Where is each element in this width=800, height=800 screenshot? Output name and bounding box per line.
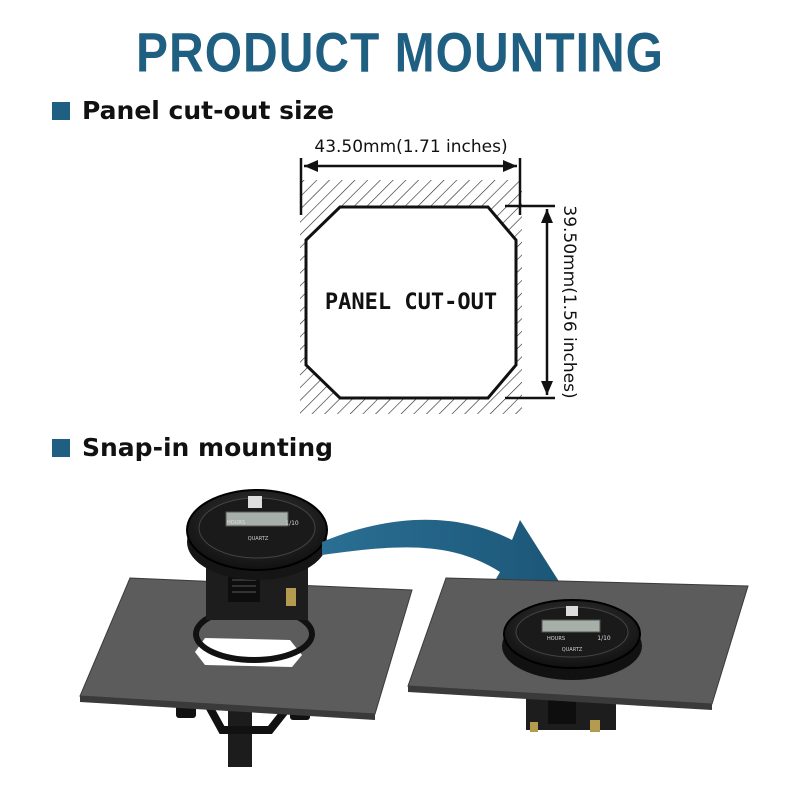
scene-before-mounting: HOURS 1/10 QUARTZ bbox=[79, 489, 413, 767]
section-header-snap: Snap-in mounting bbox=[52, 433, 333, 462]
meter-brand-label-right: QUARTZ bbox=[562, 647, 583, 653]
hatched-panel bbox=[300, 180, 522, 414]
hour-meter-left: HOURS 1/10 QUARTZ bbox=[186, 489, 328, 620]
scene-after-mounting: HOURS 1/10 QUARTZ bbox=[407, 577, 749, 732]
section-header-cutout: Panel cut-out size bbox=[52, 96, 334, 125]
cutout-diagram: 43.50mm(1.71 inches) 39.50mm(1.56 inches… bbox=[299, 137, 579, 414]
meter-fraction-label-right: 1/10 bbox=[597, 635, 611, 642]
width-dimension-label: 43.50mm(1.71 inches) bbox=[314, 137, 507, 157]
meter-fraction-label: 1/10 bbox=[285, 520, 299, 527]
section-bullet bbox=[52, 101, 70, 120]
cutout-outline bbox=[304, 205, 518, 400]
meter-hours-label-right: HOURS bbox=[547, 636, 565, 642]
page-title: PRODUCT MOUNTING bbox=[136, 23, 664, 84]
meter-hours-label: HOURS bbox=[227, 520, 245, 526]
section-title-snap: Snap-in mounting bbox=[82, 433, 334, 462]
section-title-cutout: Panel cut-out size bbox=[82, 96, 335, 125]
height-dimension-label: 39.50mm(1.56 inches) bbox=[559, 205, 579, 398]
cutout-label: PANEL CUT-OUT bbox=[325, 290, 497, 315]
meter-brand-label: QUARTZ bbox=[248, 536, 269, 542]
section-bullet bbox=[52, 438, 70, 457]
hour-meter-right: HOURS 1/10 QUARTZ bbox=[502, 599, 642, 680]
